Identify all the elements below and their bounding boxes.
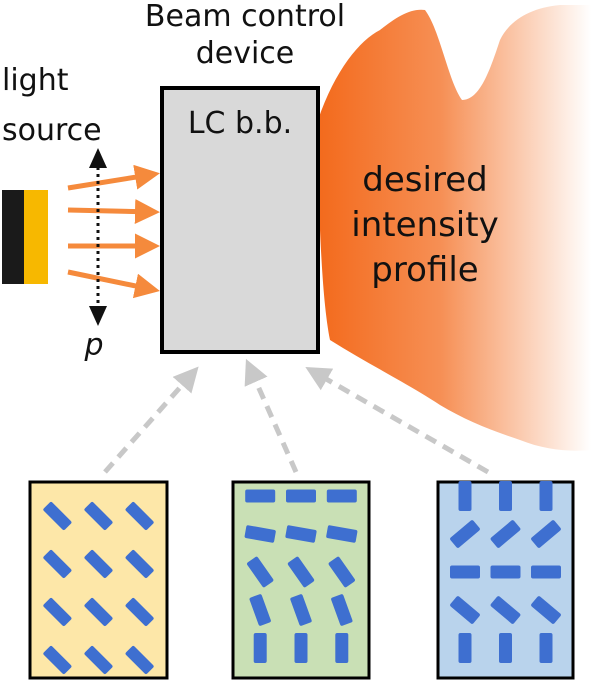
profile-label-line1: desired [362, 160, 487, 200]
lc-molecule [499, 481, 512, 511]
device-title-line2: device [196, 36, 295, 71]
lc-molecule [125, 597, 154, 627]
lc-molecule [84, 549, 113, 579]
lc-molecule [125, 645, 154, 675]
lc-molecule [249, 594, 271, 626]
lc-molecule [539, 481, 553, 511]
lc-molecule [247, 556, 274, 588]
feedback-arrow-icon [103, 366, 199, 474]
feedback-arrow-icon [244, 358, 299, 474]
polarization-arrow-icon [89, 148, 107, 326]
beam-arrow-icon [67, 269, 160, 299]
lc-molecule [539, 633, 553, 663]
beam-arrow-icon [67, 164, 160, 191]
lc-molecule [331, 594, 353, 626]
lc-molecule [450, 565, 480, 579]
lc-molecule [43, 645, 72, 675]
lc-molecule [43, 501, 72, 531]
lc-molecule [531, 565, 561, 579]
lc-molecule [490, 596, 521, 624]
intensity-profile-shape [318, 5, 591, 451]
light-source-label-line2: source [2, 113, 102, 148]
lc-molecule [294, 633, 308, 663]
lc-molecule [499, 633, 512, 663]
lc-molecule [450, 520, 480, 548]
lc-molecule [285, 525, 317, 543]
lc-molecule [244, 525, 276, 543]
lc-molecule [125, 549, 154, 579]
lc-molecule [253, 633, 267, 663]
lc-molecule [290, 594, 312, 626]
lc-molecule [458, 633, 472, 663]
lc-molecule [84, 645, 113, 675]
lc-molecule [490, 520, 521, 548]
light-source-label-line1: light [2, 63, 69, 98]
lc-molecule [326, 525, 358, 543]
lc-molecule [245, 489, 276, 503]
lc-molecule [335, 633, 349, 663]
feedback-arrows [103, 358, 490, 475]
lc-molecule [286, 489, 316, 503]
lc-building-block [160, 86, 320, 354]
profile-label-line3: profile [371, 250, 478, 290]
lc-pattern-diagonal [28, 480, 169, 680]
lc-molecule [84, 501, 113, 531]
lc-molecule [125, 501, 154, 531]
lc-molecule [328, 556, 355, 588]
device-title-line1: Beam control [145, 0, 345, 34]
lc-pattern-periodic [436, 480, 575, 680]
lc-molecule [287, 556, 315, 588]
lc-pattern-panels [28, 480, 575, 680]
lc-molecule [43, 597, 72, 627]
beam-arrows [67, 164, 160, 299]
lc-molecule [531, 596, 561, 624]
lc-molecule [326, 489, 357, 503]
polarization-label: p [83, 328, 103, 363]
lc-molecule [458, 481, 472, 511]
lc-molecule [84, 597, 113, 627]
beam-arrow-icon [67, 199, 160, 225]
lc-molecule [450, 596, 480, 624]
lc-molecule [43, 549, 72, 579]
feedback-arrow-icon [305, 367, 490, 475]
lc-box-label: LC b.b. [188, 106, 292, 141]
profile-label-line2: intensity [351, 205, 498, 245]
lc-molecule [490, 565, 521, 579]
light-source-icon [2, 190, 48, 284]
lc-pattern-twisted [231, 480, 371, 680]
lc-molecule [531, 520, 561, 548]
